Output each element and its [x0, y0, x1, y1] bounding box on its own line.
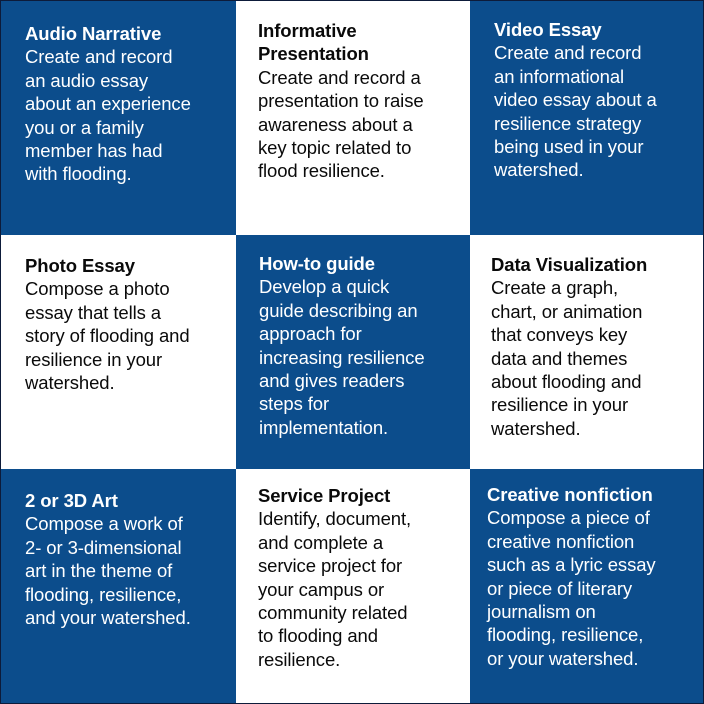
- card-service-project: Service Project Identify, document, and …: [236, 469, 470, 703]
- card-title: Service Project: [258, 485, 391, 506]
- card-title: Creative nonfiction: [487, 484, 653, 505]
- card-data-visualization: Data Visualization Create a graph, chart…: [470, 235, 703, 469]
- card-2d-3d-art: 2 or 3D Art Compose a work of 2- or 3-di…: [1, 469, 236, 703]
- card-video-essay: Video Essay Create and record an informa…: [470, 1, 703, 235]
- card-description: Create and record an informational video…: [494, 42, 657, 181]
- card-title: Data Visualization: [491, 254, 648, 275]
- card-description: Create and record a presentation to rais…: [258, 66, 424, 182]
- card-description: Compose a work of 2- or 3-dimensional ar…: [25, 513, 191, 629]
- card-title: Video Essay: [494, 19, 602, 40]
- card-description: Compose a photo essay that tells a story…: [25, 278, 190, 394]
- card-creative-nonfiction: Creative nonfiction Compose a piece of c…: [470, 469, 703, 703]
- card-description: Identify, document, and complete a servi…: [258, 508, 412, 670]
- card-title: Audio Narrative: [25, 23, 162, 44]
- card-title: 2 or 3D Art: [25, 490, 118, 511]
- card-description: Compose a piece of creative nonfiction s…: [487, 507, 656, 669]
- card-title: How-to guide: [259, 253, 375, 274]
- card-description: Create a graph, chart, or animation that…: [491, 277, 643, 439]
- card-audio-narrative: Audio Narrative Create and record an aud…: [1, 1, 236, 235]
- card-description: Create and record an audio essay about a…: [25, 46, 191, 185]
- card-photo-essay: Photo Essay Compose a photo essay that t…: [1, 235, 236, 469]
- card-informative-presentation: Informative Presentation Create and reco…: [236, 1, 470, 235]
- card-how-to-guide: How-to guide Develop a quick guide descr…: [236, 235, 470, 469]
- card-description: Develop a quick guide describing an appr…: [259, 276, 425, 438]
- card-title: Informative Presentation: [258, 20, 369, 65]
- card-title: Photo Essay: [25, 255, 135, 276]
